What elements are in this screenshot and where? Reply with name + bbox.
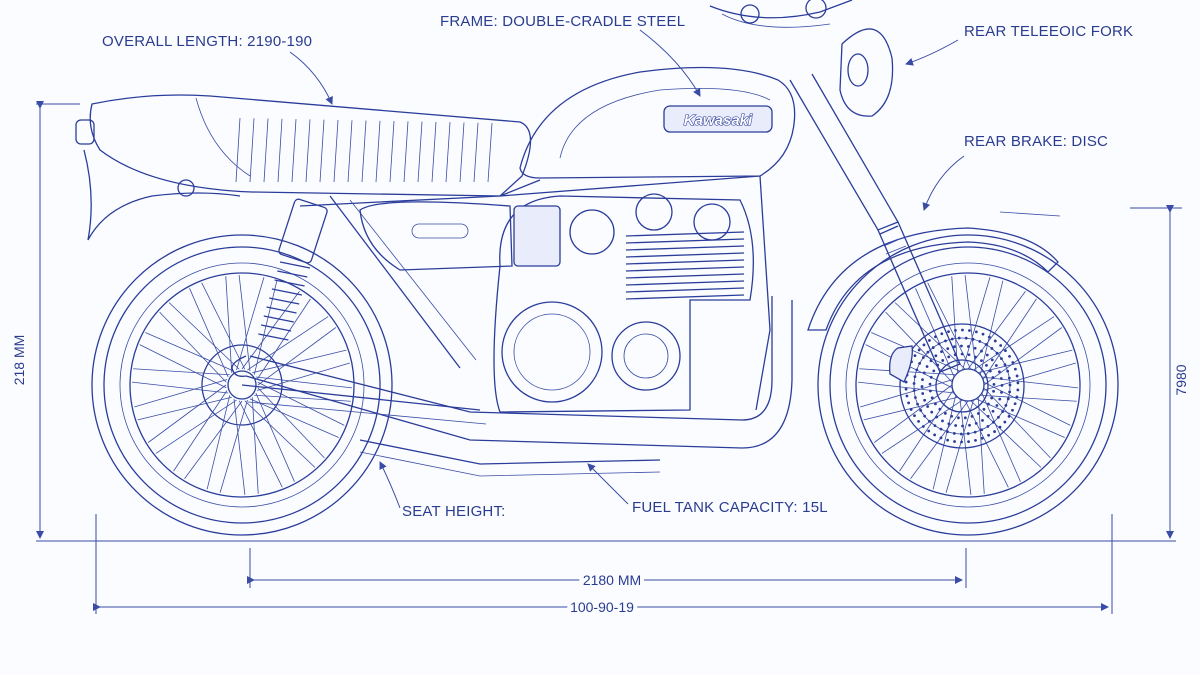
rear-telescopic-fork-label: REAR TELEEOIC FORK <box>964 23 1133 40</box>
total-length-label: 100-90-19 <box>570 599 634 615</box>
frame-label: FRAME: DOUBLE-CRADLE STEEL <box>440 13 685 30</box>
rear-fender <box>75 119 241 241</box>
tank-logo: Kawasaki <box>684 112 753 129</box>
airbox <box>513 205 561 267</box>
engine <box>493 193 754 413</box>
seat-height-label: SEAT HEIGHT: <box>402 503 506 520</box>
dim-right-height <box>1130 205 1182 539</box>
tank-badge <box>663 105 773 133</box>
fuel-tank-leader <box>587 463 629 505</box>
fork-leader <box>905 39 959 66</box>
brake-leader <box>922 155 965 211</box>
side-cover <box>359 201 513 271</box>
frame <box>299 175 771 411</box>
overall-length-leader <box>289 51 333 105</box>
frame-leader <box>639 29 701 97</box>
rear-brake-label: REAR BRAKE: DISC <box>964 133 1108 150</box>
dim-total-length <box>93 514 1113 614</box>
wheelbase-label: 2180 MM <box>583 572 641 588</box>
front-forks <box>789 73 961 373</box>
front-fender <box>807 227 1059 331</box>
carburetor <box>569 209 615 255</box>
seat-height-leader <box>379 461 401 509</box>
seat <box>89 94 532 197</box>
dim-left-height <box>36 101 80 539</box>
rear-shock <box>258 198 328 341</box>
front-brake-disc <box>889 323 1025 449</box>
headlight <box>839 28 894 117</box>
rear-wheel <box>91 234 393 536</box>
fuel-tank-capacity-label: FUEL TANK CAPACITY: 15L <box>632 499 828 516</box>
front-wheel <box>817 234 1119 536</box>
exhaust <box>231 296 793 477</box>
overall-length-label: OVERALL LENGTH: 2190-190 <box>102 33 312 50</box>
dim-wheelbase <box>247 548 967 588</box>
swingarm <box>241 384 481 411</box>
fuel-tank: Kawasaki <box>519 66 796 179</box>
right-height-label: 7980 <box>1173 364 1189 395</box>
left-height-label: 218 MM <box>11 335 27 386</box>
handlebars <box>709 0 853 28</box>
